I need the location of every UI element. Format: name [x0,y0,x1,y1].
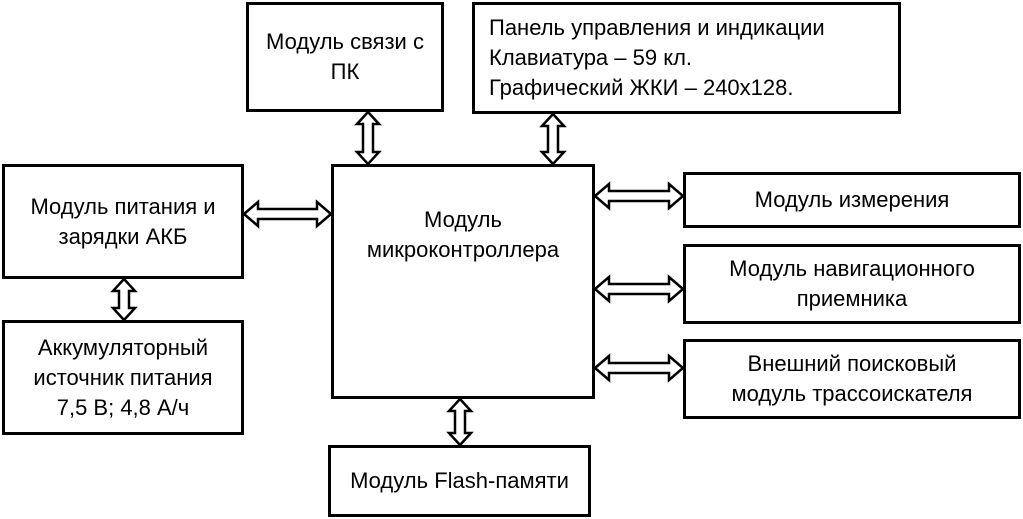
navigation-receiver-label: Модуль навигационного приемника [729,256,975,311]
arrow-mcu-navigation [593,274,685,304]
arrow-mcu-external-search [593,353,685,383]
arrow-mcu-flash [446,397,474,447]
control-panel-label: Панель управления и индикации Клавиатура… [489,15,825,100]
battery-label: Аккумуляторный источник питания 7,5 В; 4… [33,334,213,420]
external-search-module-block: Внешний поисковый модуль трассоискателя [683,339,1021,419]
pc-link-module-label: Модуль связи с ПК [266,29,424,84]
pc-link-module-block: Модуль связи с ПК [246,2,444,112]
battery-block: Аккумуляторный источник питания 7,5 В; 4… [2,320,244,435]
flash-memory-module-block: Модуль Flash-памяти [328,445,591,517]
power-module-label: Модуль питания и зарядки АКБ [30,193,216,249]
microcontroller-module-block: Модуль микроконтроллера [331,164,595,399]
power-module-block: Модуль питания и зарядки АКБ [2,164,244,279]
navigation-receiver-block: Модуль навигационного приемника [683,244,1021,324]
measurement-module-label: Модуль измерения [754,187,950,212]
arrow-mcu-measurement [593,181,685,211]
control-panel-block: Панель управления и индикации Клавиатура… [472,2,901,114]
microcontroller-module-label: Модуль микроконтроллера [366,207,560,262]
flash-memory-module-label: Модуль Flash-памяти [350,468,569,493]
arrow-power-battery [110,277,138,322]
external-search-module-label: Внешний поисковый модуль трассоискателя [731,351,973,406]
measurement-module-block: Модуль измерения [683,172,1021,228]
arrow-pc-link-mcu [354,110,382,166]
arrow-power-mcu [242,199,333,229]
arrow-panel-mcu [539,112,567,166]
